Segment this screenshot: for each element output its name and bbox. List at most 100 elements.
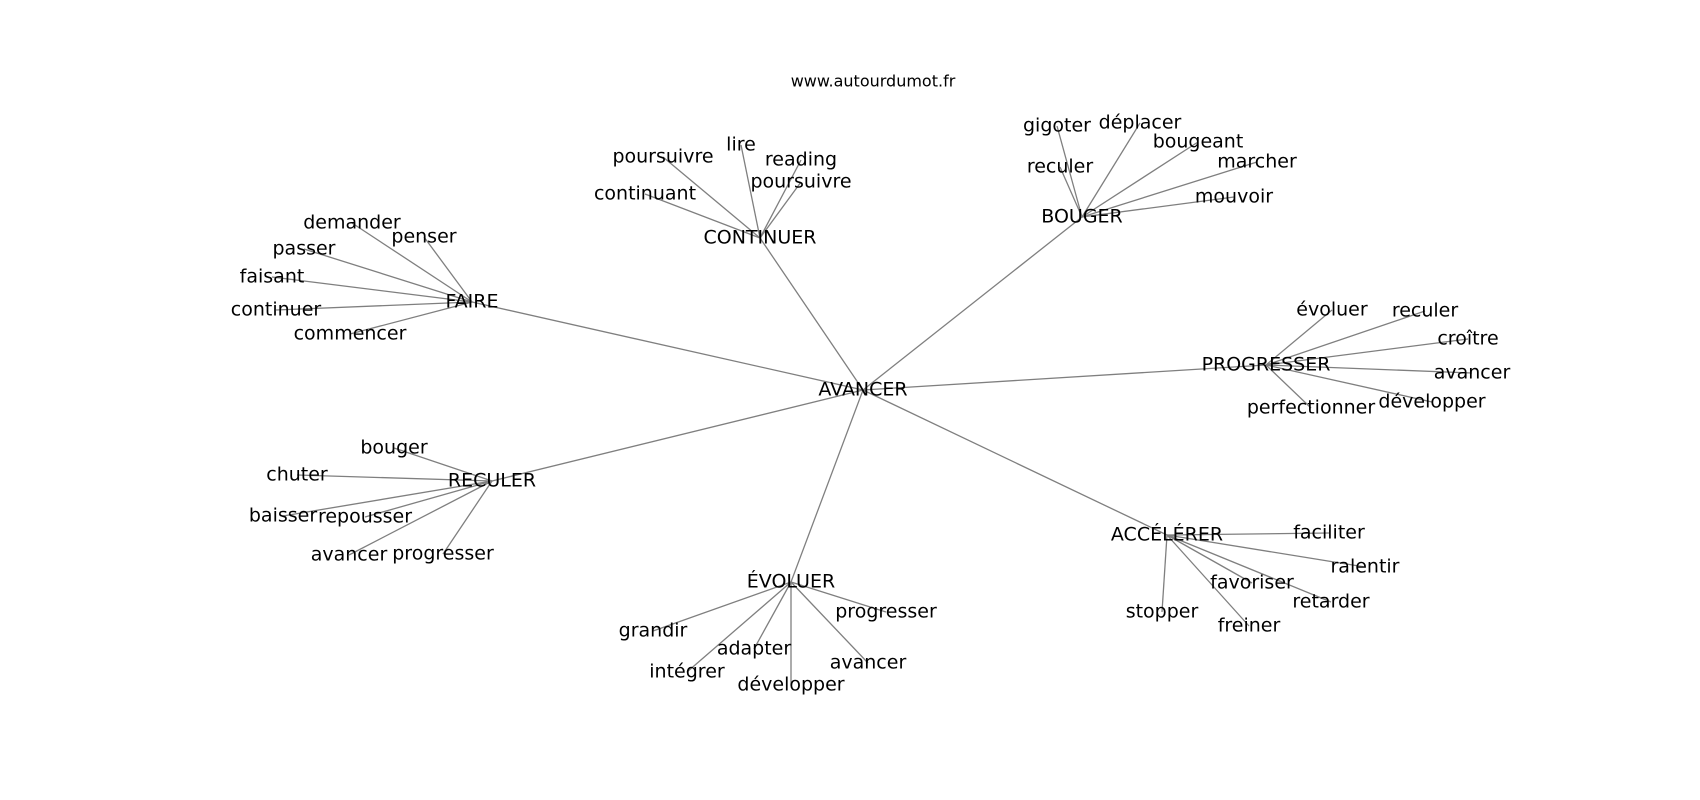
- leaf-node-label-accelerer-freiner: freiner: [1218, 615, 1281, 637]
- edge-evoluer-progresser: [790, 581, 887, 613]
- leaf-node-label-reculer-avancer: avancer: [311, 544, 388, 566]
- leaf-node-label-accelerer-faciliter: faciliter: [1293, 522, 1365, 544]
- edge-bouger-deplacer: [1081, 122, 1141, 218]
- edge-root-progresser: [862, 364, 1267, 391]
- leaf-node-label-faire-demander: demander: [303, 212, 401, 234]
- root-node-label: AVANCER: [818, 379, 907, 401]
- edge-continuer-reading: [759, 159, 802, 239]
- leaf-node-label-evoluer-grandir: grandir: [619, 620, 688, 642]
- leaf-node-label-reculer-bouger: bouger: [360, 437, 427, 459]
- edge-faire-penser: [423, 236, 473, 303]
- edge-evoluer-grandir: [652, 581, 792, 632]
- edge-progresser-croitre: [1265, 338, 1469, 366]
- graph-edges: [271, 122, 1473, 685]
- edge-accelerer-stopper: [1161, 534, 1168, 613]
- edge-root-bouger: [862, 216, 1083, 391]
- leaf-node-label-faire-passer: passer: [272, 238, 335, 260]
- leaf-node-label-reculer-repousser: repousser: [318, 506, 412, 528]
- edge-bouger-gigoter: [1056, 125, 1083, 218]
- hub-node-label-bouger: BOUGER: [1041, 206, 1123, 228]
- leaf-node-label-bouger-mouvoir: mouvoir: [1195, 186, 1273, 208]
- edge-reculer-baisser: [282, 480, 493, 517]
- edge-faire-continuer: [275, 301, 473, 311]
- leaf-node-label-accelerer-stopper: stopper: [1126, 601, 1199, 623]
- edge-reculer-avancer: [348, 480, 493, 556]
- edge-evoluer-avancer: [790, 581, 869, 664]
- hub-node-label-reculer: RECULER: [448, 470, 536, 492]
- leaf-node-label-progresser-perfectionner: perfectionner: [1247, 397, 1376, 419]
- edge-faire-passer: [303, 248, 473, 303]
- leaf-node-label-accelerer-favoriser: favoriser: [1210, 572, 1294, 594]
- edge-progresser-perfectionner: [1265, 364, 1312, 409]
- leaf-node-label-accelerer-retarder: retarder: [1292, 591, 1369, 613]
- edge-reculer-chuter: [296, 474, 493, 482]
- leaf-node-label-progresser-reculer: reculer: [1392, 300, 1459, 322]
- edge-root-continuer: [759, 237, 864, 391]
- leaf-node-label-evoluer-adapter: adapter: [717, 638, 792, 660]
- edge-progresser-evoluer: [1265, 309, 1333, 366]
- leaf-node-label-bouger-bougeant: bougeant: [1153, 131, 1244, 153]
- hub-node-label-evoluer: ÉVOLUER: [747, 570, 835, 593]
- edge-continuer-continuant: [644, 193, 761, 239]
- edge-continuer-poursuivre2: [759, 181, 802, 239]
- leaf-node-label-progresser-evoluer: évoluer: [1296, 299, 1368, 321]
- edge-reculer-bouger: [393, 447, 493, 482]
- leaf-node-label-bouger-reculer: reculer: [1027, 156, 1094, 178]
- edge-root-faire: [471, 301, 864, 391]
- edge-root-accelerer: [862, 389, 1168, 536]
- edge-bouger-reculer: [1059, 166, 1083, 218]
- edge-bouger-bougeant: [1081, 141, 1199, 218]
- leaf-node-label-continuer-lire: lire: [726, 134, 756, 156]
- leaf-node-label-reculer-progresser: progresser: [392, 543, 494, 565]
- edge-progresser-avancer: [1265, 364, 1473, 374]
- leaf-node-label-progresser-croitre: croître: [1437, 328, 1498, 350]
- edge-faire-demander: [351, 222, 473, 303]
- leaf-node-label-bouger-gigoter: gigoter: [1023, 115, 1091, 137]
- edge-root-reculer: [491, 389, 864, 482]
- leaf-node-label-continuer-reading: reading: [765, 149, 837, 171]
- leaf-node-label-faire-commencer: commencer: [294, 323, 407, 345]
- leaf-node-label-progresser-avancer: avancer: [1434, 362, 1511, 384]
- hub-node-label-accelerer: ACCÉLÉRER: [1111, 523, 1223, 546]
- edge-faire-commencer: [349, 301, 473, 335]
- leaf-node-label-continuer-poursuivre2: poursuivre: [750, 171, 851, 193]
- edge-reculer-progresser: [442, 480, 493, 555]
- leaf-node-label-evoluer-avancer: avancer: [830, 652, 907, 674]
- edge-reculer-repousser: [364, 480, 493, 518]
- leaf-node-label-continuer-poursuivre: poursuivre: [612, 146, 713, 168]
- hub-node-label-progresser: PROGRESSER: [1202, 354, 1331, 376]
- leaf-node-label-evoluer-integrer: intégrer: [649, 661, 725, 683]
- leaf-node-label-faire-faisant: faisant: [240, 266, 305, 288]
- leaf-node-label-evoluer-developper: développer: [737, 674, 844, 696]
- leaf-node-label-bouger-deplacer: déplacer: [1099, 112, 1182, 134]
- leaf-node-label-faire-penser: penser: [391, 226, 456, 248]
- leaf-node-label-progresser-developper: développer: [1378, 391, 1485, 413]
- hub-node-label-faire: FAIRE: [446, 291, 499, 313]
- edge-accelerer-favoriser: [1166, 534, 1253, 584]
- edge-faire-faisant: [271, 276, 473, 303]
- leaf-node-label-bouger-marcher: marcher: [1217, 151, 1297, 173]
- leaf-node-label-reculer-baisser: baisser: [249, 505, 317, 527]
- edge-progresser-reculer: [1265, 310, 1426, 366]
- edge-continuer-lire: [740, 144, 761, 239]
- leaf-node-label-accelerer-ralentir: ralentir: [1330, 556, 1399, 578]
- edge-root-evoluer: [790, 389, 864, 583]
- leaf-node-label-evoluer-progresser: progresser: [835, 601, 937, 623]
- leaf-node-label-reculer-chuter: chuter: [266, 464, 328, 486]
- leaf-node-label-faire-continuer: continuer: [231, 299, 322, 321]
- source-watermark: www.autourdumot.fr: [791, 72, 956, 91]
- hub-node-label-continuer: CONTINUER: [704, 227, 817, 249]
- edge-accelerer-ralentir: [1166, 534, 1366, 568]
- edge-progresser-developper: [1265, 364, 1433, 403]
- edge-continuer-poursuivre: [662, 156, 761, 239]
- edge-accelerer-faciliter: [1166, 532, 1330, 536]
- edge-accelerer-retarder: [1166, 534, 1332, 603]
- edge-accelerer-freiner: [1166, 534, 1250, 627]
- edge-bouger-marcher: [1081, 161, 1258, 218]
- leaf-node-label-continuer-continuant: continuant: [594, 183, 696, 205]
- edge-bouger-mouvoir: [1081, 196, 1235, 218]
- edge-evoluer-adapter: [753, 581, 792, 650]
- edge-evoluer-integrer: [686, 581, 792, 673]
